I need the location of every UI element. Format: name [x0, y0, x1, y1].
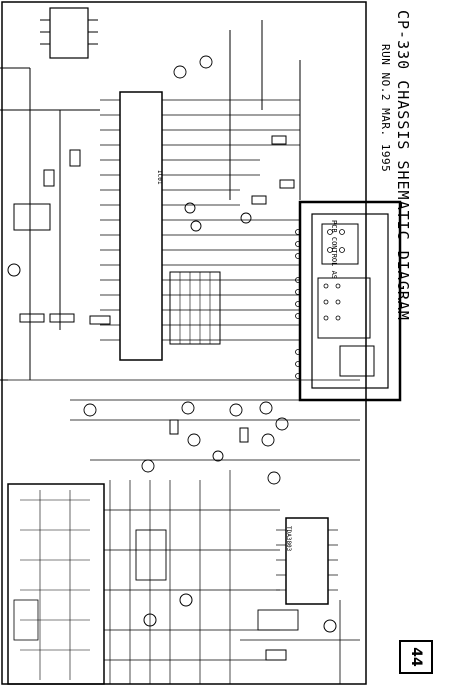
regulator-ic — [13, 203, 51, 231]
ic-tda3803 — [285, 517, 329, 605]
ic-main-controller — [119, 91, 163, 361]
sheet-border — [1, 1, 367, 685]
ic-lower-left — [7, 483, 105, 685]
diagram-title: CP-330 CHASSIS SHEMATIC DIAGRAM — [394, 10, 412, 321]
transistor-group-top — [173, 55, 252, 232]
ic-top-left — [49, 7, 89, 59]
pcb-control-inner — [311, 213, 389, 389]
main-ic-label: IC01 — [156, 170, 163, 185]
resistor-array — [169, 271, 221, 345]
page-number-box: 44 — [399, 640, 433, 674]
pcb-control-frame — [298, 200, 402, 402]
page-number: 44 — [408, 647, 424, 667]
tda-ic-label: TDA3803 — [285, 526, 292, 552]
diagram-subtitle: RUN NO.2 MAR. 1995 — [379, 44, 392, 173]
transistor-group-mid — [83, 401, 289, 485]
pcb-control-label: PCB CONTROL AS — [330, 220, 338, 280]
